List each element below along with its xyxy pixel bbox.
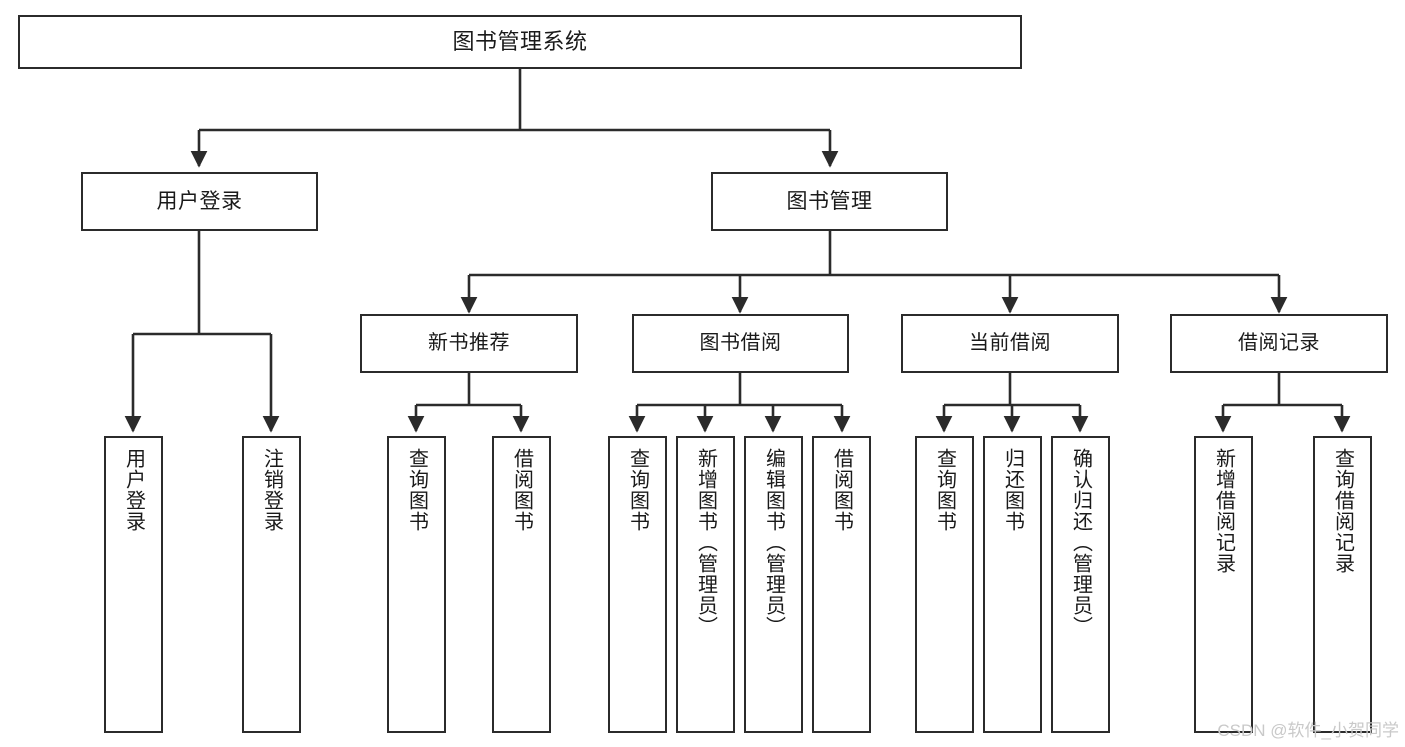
- node-borrow-record[interactable]: 借阅记录: [1170, 314, 1388, 373]
- node-book-management[interactable]: 图书管理: [711, 172, 948, 231]
- node-new-book-recommend[interactable]: 新书推荐: [360, 314, 578, 373]
- node-label: 图书管理: [786, 189, 873, 213]
- node-book-borrow[interactable]: 图书借阅: [632, 314, 849, 373]
- node-label: 查询图书: [405, 448, 428, 532]
- node-label: 用户登录: [156, 189, 243, 213]
- node-label: 图书管理系统: [452, 28, 588, 54]
- leaf-borrow-edit-book[interactable]: 编辑图书（管理员）: [744, 436, 803, 733]
- leaf-user-login-login[interactable]: 用户登录: [104, 436, 163, 733]
- node-label: 注销登录: [260, 448, 283, 532]
- csdn-watermark: CSDN @软件_小贺同学: [1217, 721, 1399, 740]
- leaf-current-confirm-return[interactable]: 确认归还（管理员）: [1051, 436, 1110, 733]
- node-label: 查询图书: [933, 448, 956, 532]
- node-label: 用户登录: [122, 448, 145, 532]
- leaf-user-login-logout[interactable]: 注销登录: [242, 436, 301, 733]
- leaf-current-return-book[interactable]: 归还图书: [983, 436, 1042, 733]
- node-label: 图书借阅: [699, 332, 782, 355]
- node-label: 确认归还（管理员）: [1069, 448, 1092, 637]
- node-label: 借阅记录: [1238, 332, 1320, 355]
- leaf-record-add[interactable]: 新增借阅记录: [1194, 436, 1253, 733]
- node-label: 当前借阅: [969, 332, 1051, 355]
- node-label: 借阅图书: [830, 448, 853, 532]
- node-label: 借阅图书: [510, 448, 533, 532]
- leaf-borrow-add-book[interactable]: 新增图书（管理员）: [676, 436, 735, 733]
- node-root-system[interactable]: 图书管理系统: [18, 15, 1022, 69]
- node-label: 查询图书: [626, 448, 649, 532]
- node-label: 查询借阅记录: [1331, 448, 1354, 574]
- node-label: 新增借阅记录: [1212, 448, 1235, 574]
- node-label: 新增图书（管理员）: [694, 448, 717, 637]
- node-label: 新书推荐: [428, 332, 510, 355]
- leaf-current-query-book[interactable]: 查询图书: [915, 436, 974, 733]
- leaf-new-book-borrow[interactable]: 借阅图书: [492, 436, 551, 733]
- node-current-borrow[interactable]: 当前借阅: [901, 314, 1119, 373]
- leaf-record-query[interactable]: 查询借阅记录: [1313, 436, 1372, 733]
- leaf-borrow-borrow-book[interactable]: 借阅图书: [812, 436, 871, 733]
- node-label: 编辑图书（管理员）: [762, 448, 785, 637]
- leaf-borrow-query-book[interactable]: 查询图书: [608, 436, 667, 733]
- leaf-new-book-query[interactable]: 查询图书: [387, 436, 446, 733]
- node-label: 归还图书: [1001, 448, 1024, 532]
- node-user-login[interactable]: 用户登录: [81, 172, 318, 231]
